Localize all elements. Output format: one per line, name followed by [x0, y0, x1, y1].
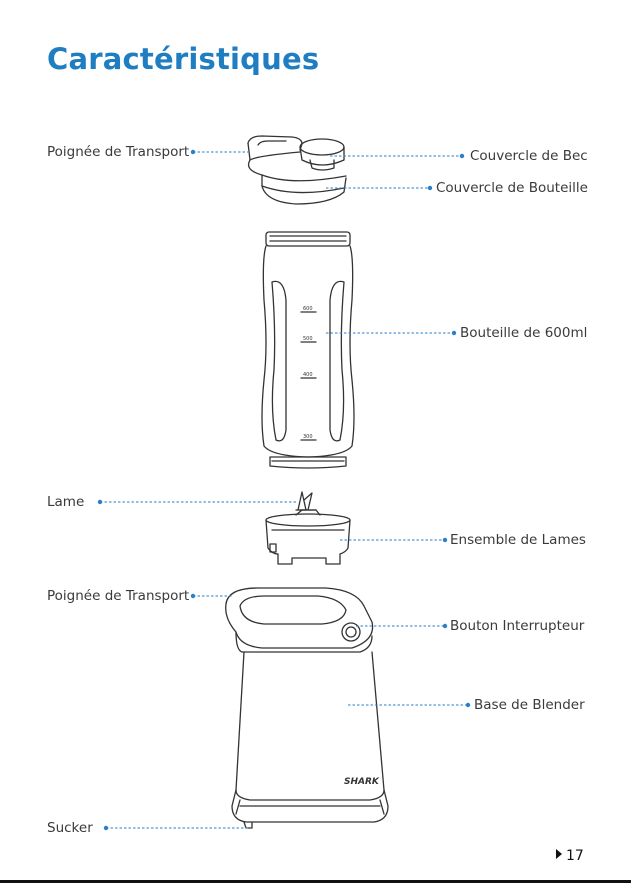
label-bouteille-600ml: Bouteille de 600ml: [460, 325, 583, 341]
label-lame: Lame: [47, 494, 84, 510]
bottle-mark-400: 400: [303, 372, 313, 378]
label-couvercle-de-bouteille: Couvercle de Bouteille: [436, 180, 583, 196]
label-poignee-de-transport-bottom: Poignée de Transport: [47, 588, 189, 604]
page-number-text: 17: [566, 848, 584, 864]
brand-logo: SHARK: [344, 777, 380, 787]
label-poignee-de-transport-top: Poignée de Transport: [47, 144, 189, 160]
bottle-mark-300: 300: [303, 434, 313, 440]
bottle-illustration: [262, 232, 354, 468]
label-ensemble-de-lames: Ensemble de Lames: [450, 532, 583, 548]
page-number: 17: [556, 848, 584, 864]
bottle-lid-illustration: [248, 136, 346, 204]
blade-illustration: [296, 492, 316, 510]
blade-assembly-illustration: [266, 510, 350, 564]
bottle-mark-600: 600: [303, 306, 313, 312]
label-sucker: Sucker: [47, 820, 93, 836]
label-base-de-blender: Base de Blender: [474, 697, 583, 713]
label-couvercle-de-bec: Couvercle de Bec: [470, 148, 583, 164]
base-illustration: [226, 588, 388, 828]
label-bouton-interrupteur: Bouton Interrupteur: [450, 618, 583, 634]
triangle-icon: [556, 849, 562, 859]
bottle-mark-500: 500: [303, 336, 313, 342]
